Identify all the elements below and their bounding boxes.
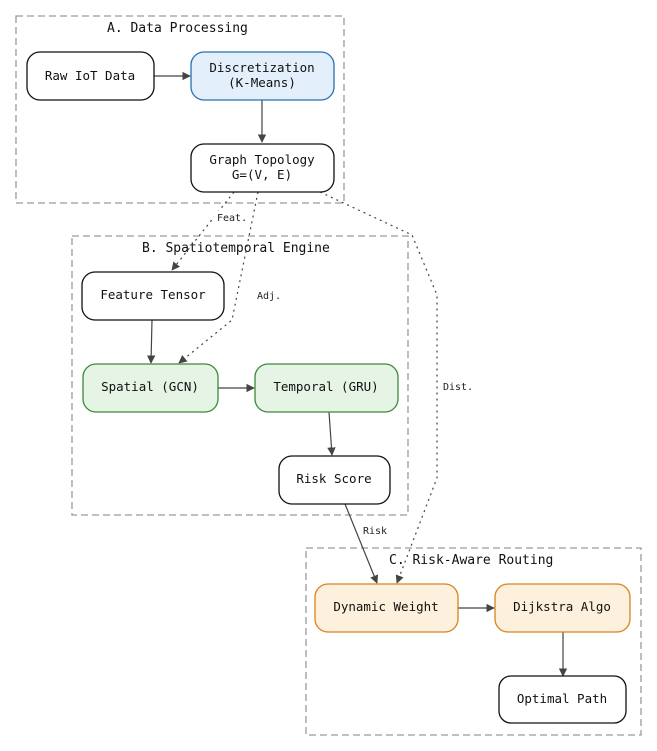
node-label: Graph Topology [209,152,315,167]
node-risk-score: Risk Score [278,455,391,505]
edge-label-dist: Dist. [443,382,473,393]
group-title-data-processing: A. Data Processing [107,21,248,36]
edge-temporal-to-risk [327,411,336,456]
group-title-risk-aware-routing: C. Risk-Aware Routing [389,553,553,568]
node-graph-topology: Graph Topology G=(V, E) [190,143,335,193]
edges [146,71,568,677]
edge-feat [171,191,235,271]
node-dijkstra-algo: Dijkstra Algo [494,583,631,633]
edge-adj [178,191,259,364]
node-feature-tensor: Feature Tensor [81,271,225,321]
node-label: Discretization [209,60,314,75]
node-label: Dijkstra Algo [513,599,611,614]
edge-label-adj: Adj. [257,291,281,302]
node-sublabel: G=(V, E) [232,167,292,182]
node-dynamic-weight: Dynamic Weight [314,583,459,633]
node-discretization: Discretization (K-Means) [190,51,335,101]
edge-feature-to-spatial [146,319,156,364]
edge-label-risk: Risk [363,526,387,537]
node-label: Risk Score [296,471,371,486]
node-label: Optimal Path [517,691,607,706]
group-spatiotemporal-engine: B. Spatiotemporal Engine [71,235,409,516]
edge-risk-to-dynamic-weight [344,503,379,584]
group-title-spatiotemporal-engine: B. Spatiotemporal Engine [142,241,330,256]
group-data-processing: A. Data Processing [15,15,345,204]
node-label: Dynamic Weight [333,599,438,614]
node-raw-iot-data: Raw IoT Data [26,51,155,101]
node-temporal-gru: Temporal (GRU) [254,363,399,413]
node-sublabel: (K-Means) [228,75,296,90]
edge-label-feat: Feat. [217,213,247,224]
node-spatial-gcn: Spatial (GCN) [82,363,219,413]
node-label: Spatial (GCN) [101,379,199,394]
edge-labels: Feat. Adj. Dist. Risk [214,211,473,537]
node-optimal-path: Optimal Path [498,675,627,724]
node-label: Feature Tensor [100,287,206,302]
group-risk-aware-routing: C. Risk-Aware Routing [305,547,642,736]
edge-dist [319,191,438,584]
node-label: Temporal (GRU) [273,379,378,394]
node-label: Raw IoT Data [45,68,135,83]
